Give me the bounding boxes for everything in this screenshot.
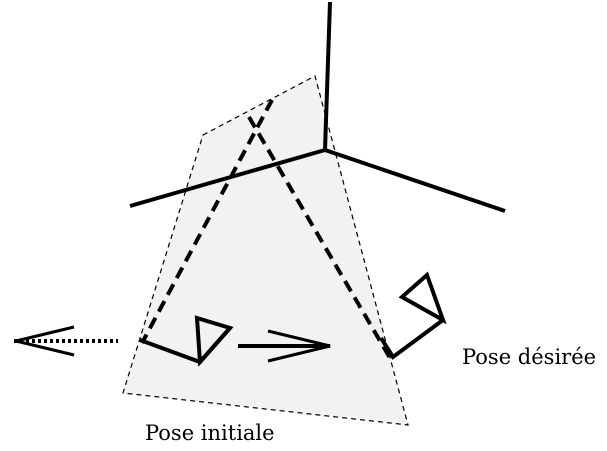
axis-vertical	[323, 1, 332, 151]
projection-line-desired	[247, 115, 392, 360]
dotted-arrow-icon	[14, 325, 118, 357]
axis-right	[324, 148, 506, 213]
motion-arrow-icon	[238, 329, 331, 363]
desired-pose-label: Pose désirée	[462, 345, 597, 369]
camera-initial-icon	[139, 315, 234, 367]
camera-desired-icon	[379, 271, 447, 360]
initial-pose-label: Pose initiale	[145, 421, 275, 445]
projection-line-initial	[140, 99, 274, 344]
axis-left	[129, 148, 326, 208]
image-plane	[122, 75, 409, 426]
